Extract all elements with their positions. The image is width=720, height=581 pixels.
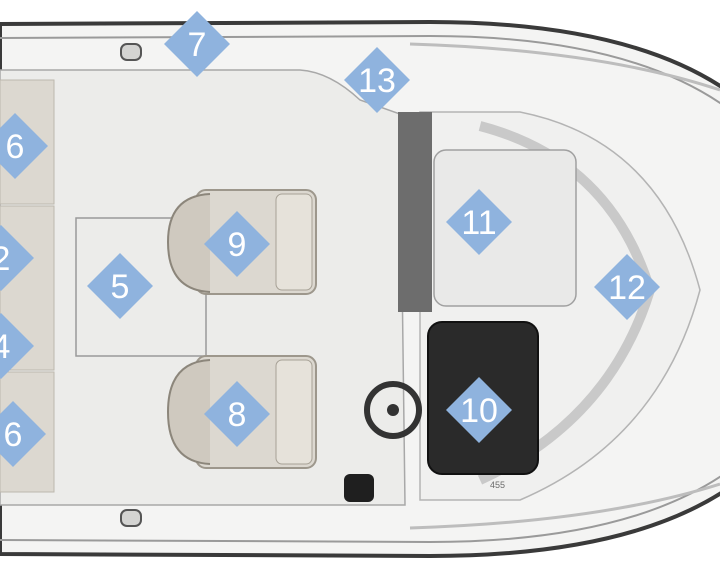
marker-diamond [0,401,46,467]
marker-9: 9 [204,211,270,277]
marker-diamond [344,47,410,113]
marker-diamond [594,254,660,320]
marker-label: 13 [358,62,396,100]
marker-5: 5 [87,253,153,319]
steering-hub [387,404,399,416]
cleat-icon [120,43,142,61]
marker-label: 12 [608,269,646,307]
marker-label: 4 [0,328,10,366]
side-deck-line-bottom [409,482,720,530]
hull-model-text: 455 [490,480,505,490]
console-side-panel [398,112,432,312]
marker-label: 11 [461,204,496,242]
marker-7: 7 [164,11,230,77]
marker-label: 7 [188,26,207,64]
marker-label: 6 [4,416,23,454]
marker-4: 4 [0,313,34,379]
marker-6-top: 6 [0,113,48,179]
marker-2: 2 [0,225,34,291]
marker-label: 10 [460,392,498,430]
marker-label: 6 [6,128,25,166]
throttle-control [344,474,374,502]
marker-6-bottom: 6 [0,401,46,467]
callout-markers: 7 13 6 2 4 6 5 9 8 11 12 10 [0,11,660,467]
marker-diamond [204,211,270,277]
marker-12: 12 [594,254,660,320]
cleat-icon [120,509,142,527]
marker-diamond [446,189,512,255]
marker-label: 5 [111,268,130,306]
marker-10: 10 [446,377,512,443]
marker-label: 9 [228,226,247,264]
marker-label: 2 [0,240,10,278]
marker-diamond [0,225,34,291]
marker-label: 8 [228,396,247,434]
steering-wheel-icon [364,381,422,439]
marker-diamond [164,11,230,77]
marker-8: 8 [204,381,270,447]
marker-13: 13 [344,47,410,113]
marker-diamond [87,253,153,319]
side-deck-line-top [409,42,720,92]
marker-diamond [0,313,34,379]
marker-diamond [0,113,48,179]
marker-diamond [446,377,512,443]
marker-diamond [204,381,270,447]
marker-11: 11 [446,189,512,255]
